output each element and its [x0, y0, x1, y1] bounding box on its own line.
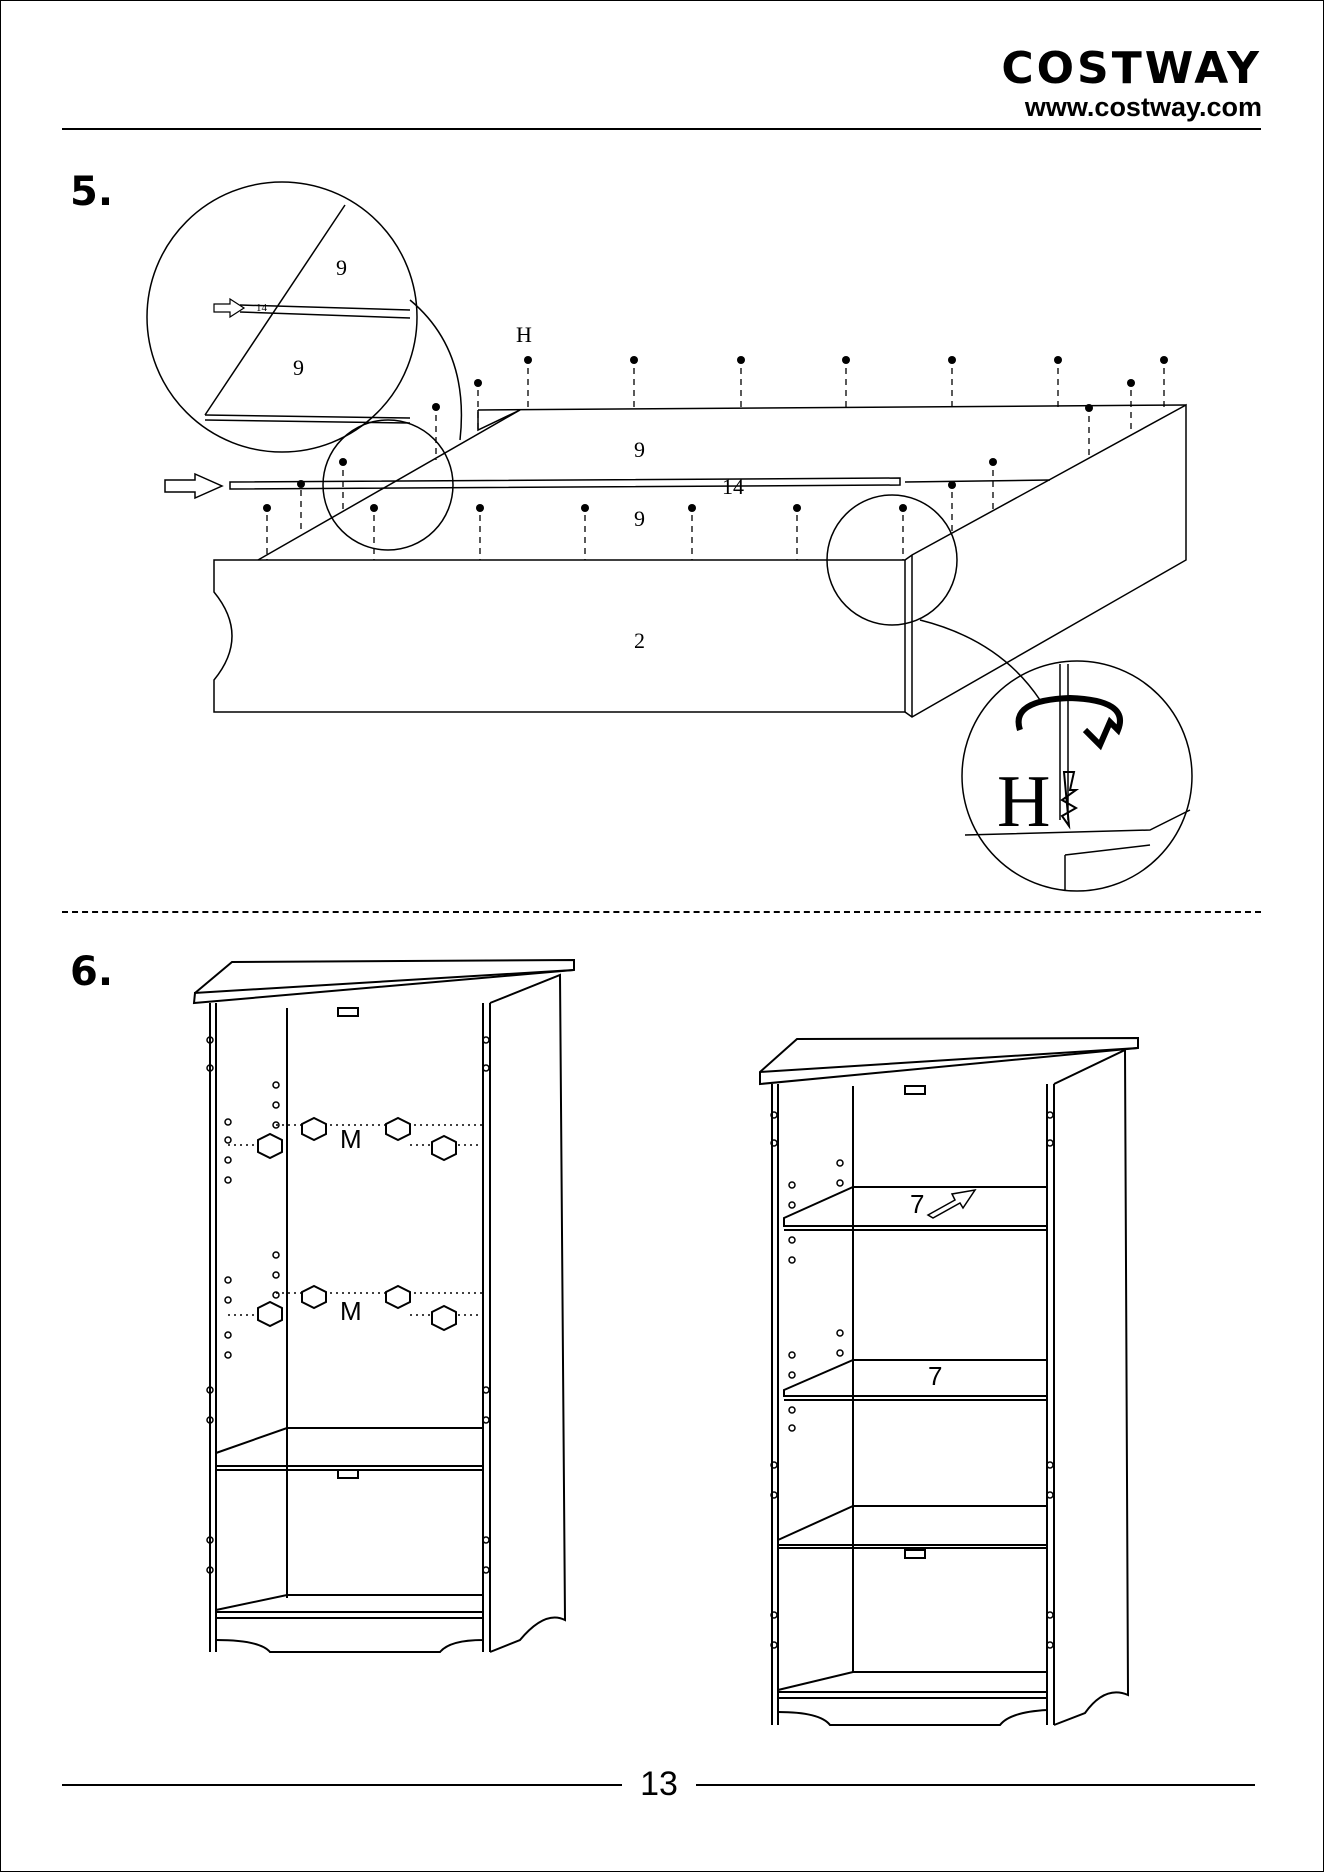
- shelf-insert-arrow-icon: [928, 1190, 975, 1218]
- peg-holes: [207, 1037, 1053, 1648]
- shelf-support-icon: [258, 1302, 282, 1326]
- shelf-support-icon: [386, 1286, 410, 1308]
- shelf-support-icon: [302, 1118, 326, 1140]
- support-lower-label: M: [340, 1296, 362, 1326]
- shelf-support-icon: [302, 1286, 326, 1308]
- footer-rule-right: [696, 1784, 1255, 1786]
- support-upper-label: M: [340, 1124, 362, 1154]
- shelf-support-icon: [258, 1134, 282, 1158]
- shelf-lower-label: 7: [928, 1361, 942, 1391]
- shelf-support-icon: [432, 1136, 456, 1160]
- shelf-upper-label: 7: [910, 1189, 924, 1219]
- page-number: 13: [622, 1764, 696, 1804]
- bookcase-left: [194, 960, 574, 1652]
- footer-rule-left: [62, 1784, 622, 1786]
- shelf-support-icon: [432, 1306, 456, 1330]
- shelf-support-icon: [386, 1118, 410, 1140]
- page-footer: 13: [62, 1764, 1255, 1804]
- bookcase-right: [760, 1038, 1138, 1725]
